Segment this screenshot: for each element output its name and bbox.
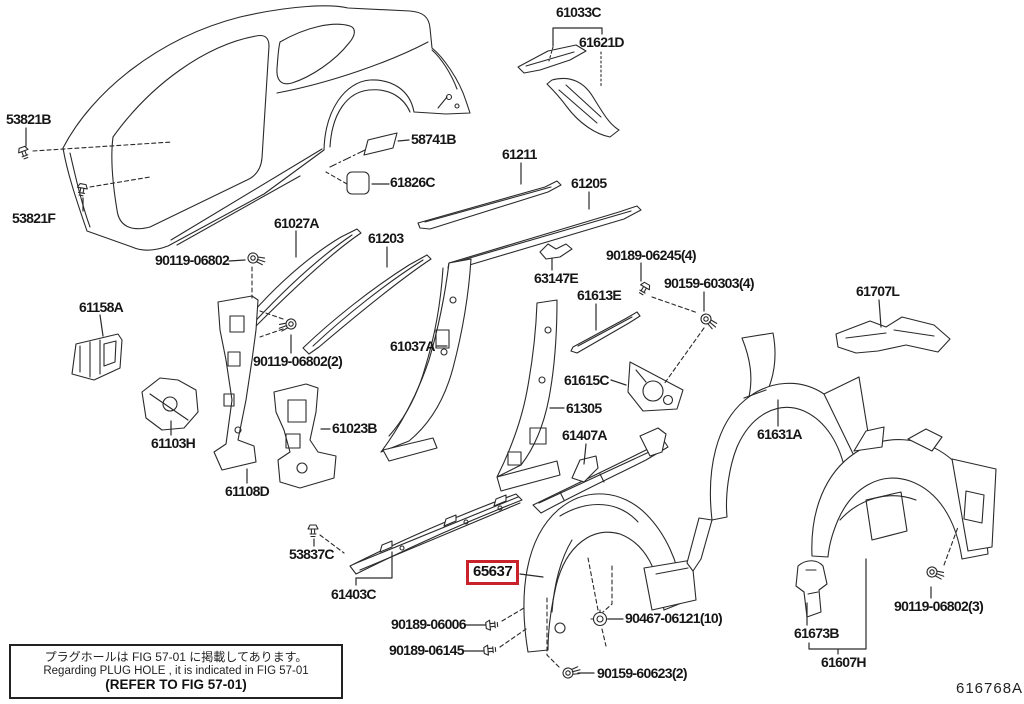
part-label-61108d: 61108D: [225, 483, 270, 499]
part-61613e-drawing: [571, 312, 640, 353]
part-label-61826c: 61826C: [390, 174, 436, 190]
part-61158a-drawing: [72, 334, 122, 380]
clip-53837c-icon: [307, 524, 319, 538]
part-label-61407a: 61407A: [562, 427, 608, 443]
bolt-90119-06802-2-icon: [276, 317, 298, 334]
figure-code: 616768A: [956, 680, 1024, 697]
pillar-61305-drawing: [497, 300, 560, 491]
part-label-61211: 61211: [502, 146, 537, 162]
part-label-61673b: 61673B: [794, 625, 840, 641]
pillar-61037a-drawing: [381, 259, 471, 461]
bolt-90119-06802-icon: [246, 251, 267, 268]
part-label-90189-06145: 90189-06145: [389, 642, 465, 658]
bracket-61673b-drawing: [796, 561, 827, 617]
part-label-61023b: 61023B: [332, 420, 378, 436]
rail-61027a-drawing: [237, 229, 361, 338]
dash-dot-lines: [330, 150, 365, 167]
part-label-58741b: 58741B: [411, 131, 457, 147]
rail-61203-drawing: [303, 255, 431, 354]
part-label-90159-60623: 90159-60623(2): [597, 665, 688, 681]
clip-53821b-icon: [16, 145, 32, 161]
clip-90189-06145-icon: [483, 643, 497, 657]
part-61108d-drawing: [214, 296, 258, 470]
part-label-61615c: 61615C: [564, 372, 610, 388]
part-label-61613e: 61613E: [577, 287, 622, 303]
dashed-lines: [33, 142, 958, 668]
part-label-61707l: 61707L: [856, 283, 900, 299]
part-label-53821b: 53821B: [6, 111, 52, 127]
part-label-61621d: 61621D: [579, 34, 625, 50]
part-label-90467-06121: 90467-06121(10): [625, 610, 723, 626]
part-61407a-drawing: [533, 428, 668, 513]
part-61103h-drawing: [142, 378, 198, 430]
part-label-61205: 61205: [571, 175, 607, 191]
part-label-53837c: 53837C: [289, 546, 335, 562]
sticker-58741b-drawing: [364, 133, 397, 155]
bolt-90119-06802-3-icon: [925, 565, 947, 582]
liner-65637-drawing: [524, 494, 696, 652]
part-label-61037a: 61037A: [390, 338, 436, 354]
clip-90189-06006-icon: [485, 618, 499, 632]
part-label-61033c: 61033C: [556, 4, 602, 20]
plug-hole-note-box: プラグホールは FIG 57-01 に掲載してあります。 Regarding P…: [9, 644, 343, 699]
part-label-61027a: 61027A: [274, 215, 320, 231]
part-label-90189-06006: 90189-06006: [391, 616, 467, 632]
highlighted-part-label-65637: 65637: [466, 560, 520, 585]
rail-61707l-drawing: [836, 317, 950, 353]
part-label-61103h: 61103H: [151, 435, 196, 451]
car-body-side-frame-drawing: [63, 6, 470, 250]
quarter-61631a-drawing: [687, 333, 871, 571]
part-label-90119-06802: 90119-06802: [155, 252, 230, 268]
note-line-english: Regarding PLUG HOLE , it is indicated in…: [43, 665, 309, 677]
grommet-90467-06121-icon: [590, 609, 610, 627]
part-label-53821f: 53821F: [12, 210, 56, 226]
note-line-refer: (REFER TO FIG 57-01): [105, 677, 247, 692]
part-61023b-drawing: [274, 384, 336, 488]
part-label-61631a: 61631A: [757, 426, 803, 442]
note-line-japanese: プラグホールは FIG 57-01 に掲載してあります。: [44, 650, 308, 664]
part-label-61203: 61203: [368, 230, 404, 246]
part-label-61607h: 61607H: [821, 654, 867, 670]
leader-lines: [26, 28, 931, 673]
part-label-90159-60303: 90159-60303(4): [664, 275, 755, 291]
plug-61826c-drawing: [347, 172, 369, 194]
part-label-61158a: 61158A: [79, 299, 124, 315]
part-label-61305: 61305: [566, 400, 602, 416]
clip-90189-06245-icon: [636, 280, 652, 297]
part-label-90119-06802-3: 90119-06802(3): [894, 598, 984, 614]
rail-61211-drawing: [418, 181, 561, 229]
part-label-61403c: 61403C: [331, 586, 377, 602]
dotted-lines: [549, 47, 601, 86]
part-61033c-drawing: [518, 45, 586, 73]
part-label-90189-06245: 90189-06245(4): [606, 247, 697, 263]
part-label-90119-06802-2: 90119-06802(2): [253, 353, 343, 369]
rocker-61403c-drawing: [350, 494, 522, 574]
part-61621d-drawing: [547, 78, 619, 137]
part-61615c-drawing: [628, 362, 683, 411]
part-label-63147e: 63147E: [534, 270, 579, 286]
bolt-90159-60623-icon: [561, 664, 582, 680]
part-63147e-drawing: [540, 244, 572, 259]
wheelhouse-61607h-drawing: [812, 427, 996, 559]
bolt-90159-60303-icon: [698, 311, 720, 332]
